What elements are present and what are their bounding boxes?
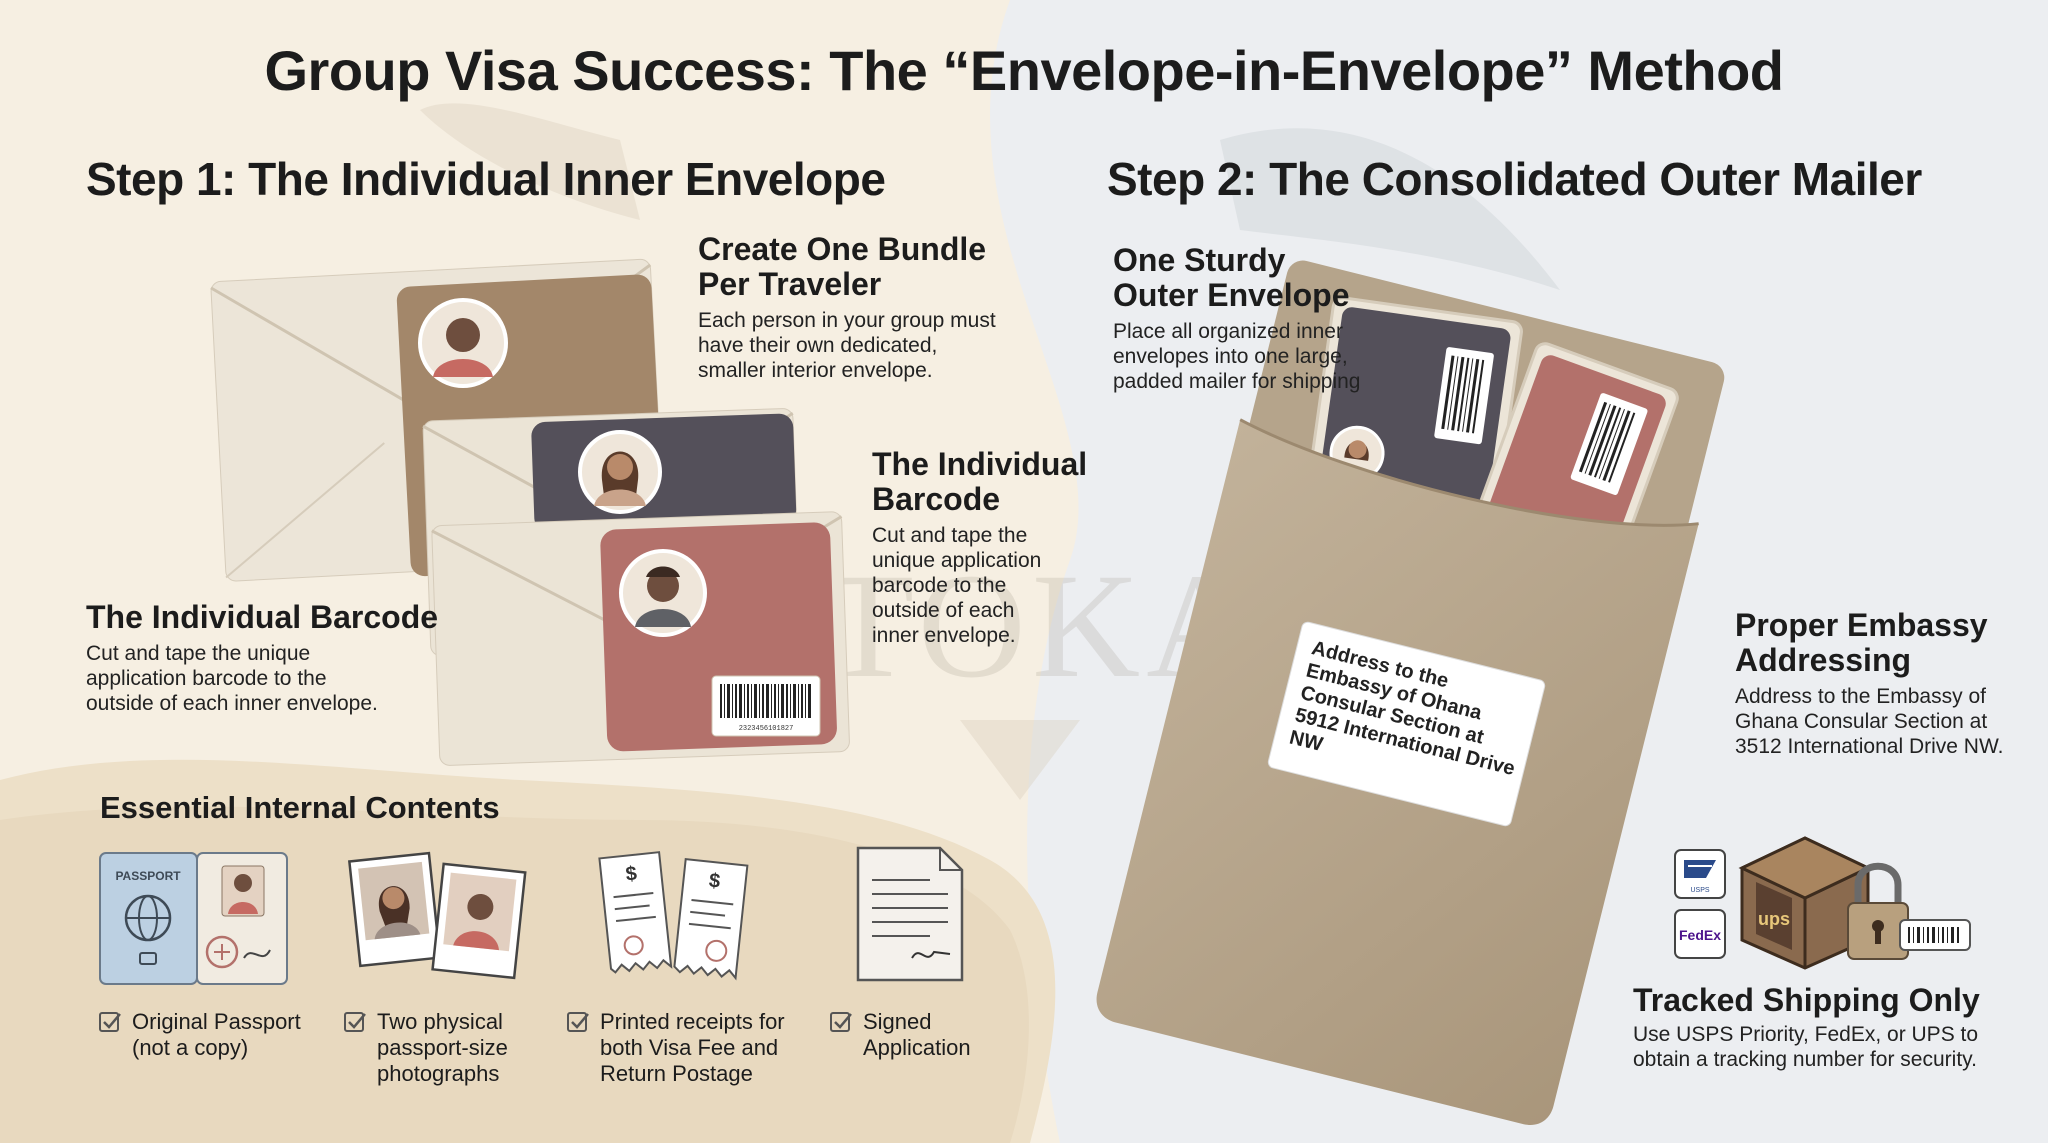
checkbox-icon <box>830 1012 852 1032</box>
receipts-icon: $ $ <box>598 851 749 981</box>
fedex-logo-icon: FedEx <box>1674 909 1726 959</box>
bundle-title: Create One Bundle Per Traveler <box>698 231 987 302</box>
barcode-sticker: 2323456101827 <box>711 675 821 737</box>
checkbox-icon <box>99 1012 121 1032</box>
outer-envelope-text: Place all organized inner envelopes into… <box>1113 320 1361 393</box>
svg-text:$: $ <box>625 863 638 886</box>
photographs-icon <box>347 851 527 980</box>
barcode-number: 2323456101827 <box>739 725 794 733</box>
bundle-callout: Create One Bundle Per Traveler Each pers… <box>698 232 1028 383</box>
svg-text:$: $ <box>708 870 721 893</box>
shipping-text: Use USPS Priority, FedEx, or UPS to obta… <box>1633 1023 1979 1071</box>
list-item: Original Passport(not a copy) <box>98 1009 318 1061</box>
avatar <box>619 549 707 637</box>
barcode-left-text: Cut and tape the unique application barc… <box>86 642 378 715</box>
lock-icon <box>1847 862 1909 960</box>
shipping-title: Tracked Shipping Only <box>1633 982 1980 1018</box>
outer-envelope-title: One Sturdy Outer Envelope <box>1113 242 1350 313</box>
signed-application-icon <box>856 846 964 982</box>
barcode-tag-icon <box>1899 919 1971 951</box>
passport-icon: PASSPORT <box>99 852 288 985</box>
avatar <box>418 298 508 388</box>
checkbox-icon <box>344 1012 366 1032</box>
step1-heading: Step 1: The Individual Inner Envelope <box>86 153 886 205</box>
checkbox-icon <box>567 1012 589 1032</box>
step2-heading: Step 2: The Consolidated Outer Mailer <box>1107 153 1922 205</box>
usps-logo-icon: USPS <box>1674 849 1726 899</box>
addressing-text: Address to the Embassy of Ghana Consular… <box>1735 685 2004 758</box>
svg-text:USPS: USPS <box>1690 887 1709 894</box>
barcode-callout-left: The Individual Barcode Cut and tape the … <box>86 600 446 716</box>
barcode-right-text: Cut and tape the unique application barc… <box>872 524 1042 647</box>
addressing-callout: Proper Embassy Addressing Address to the… <box>1735 608 2035 759</box>
page-title: Group Visa Success: The “Envelope-in-Env… <box>264 39 1785 102</box>
svg-text:ups: ups <box>1758 909 1790 929</box>
outer-envelope-callout: One Sturdy Outer Envelope Place all orga… <box>1113 243 1413 394</box>
bundle-text: Each person in your group must have thei… <box>698 309 996 382</box>
shipping-callout: Tracked Shipping Only Use USPS Priority,… <box>1633 983 2033 1072</box>
barcode-callout-right: The Individual Barcode Cut and tape the … <box>872 447 1102 648</box>
svg-text:FedEx: FedEx <box>1679 927 1721 943</box>
addressing-title: Proper Embassy Addressing <box>1735 607 1988 678</box>
barcode-left-title: The Individual Barcode <box>86 599 439 635</box>
barcode-right-title: The Individual Barcode <box>872 446 1088 517</box>
avatar <box>578 430 662 514</box>
contents-heading: Essential Internal Contents <box>100 790 500 825</box>
svg-text:PASSPORT: PASSPORT <box>115 869 181 883</box>
